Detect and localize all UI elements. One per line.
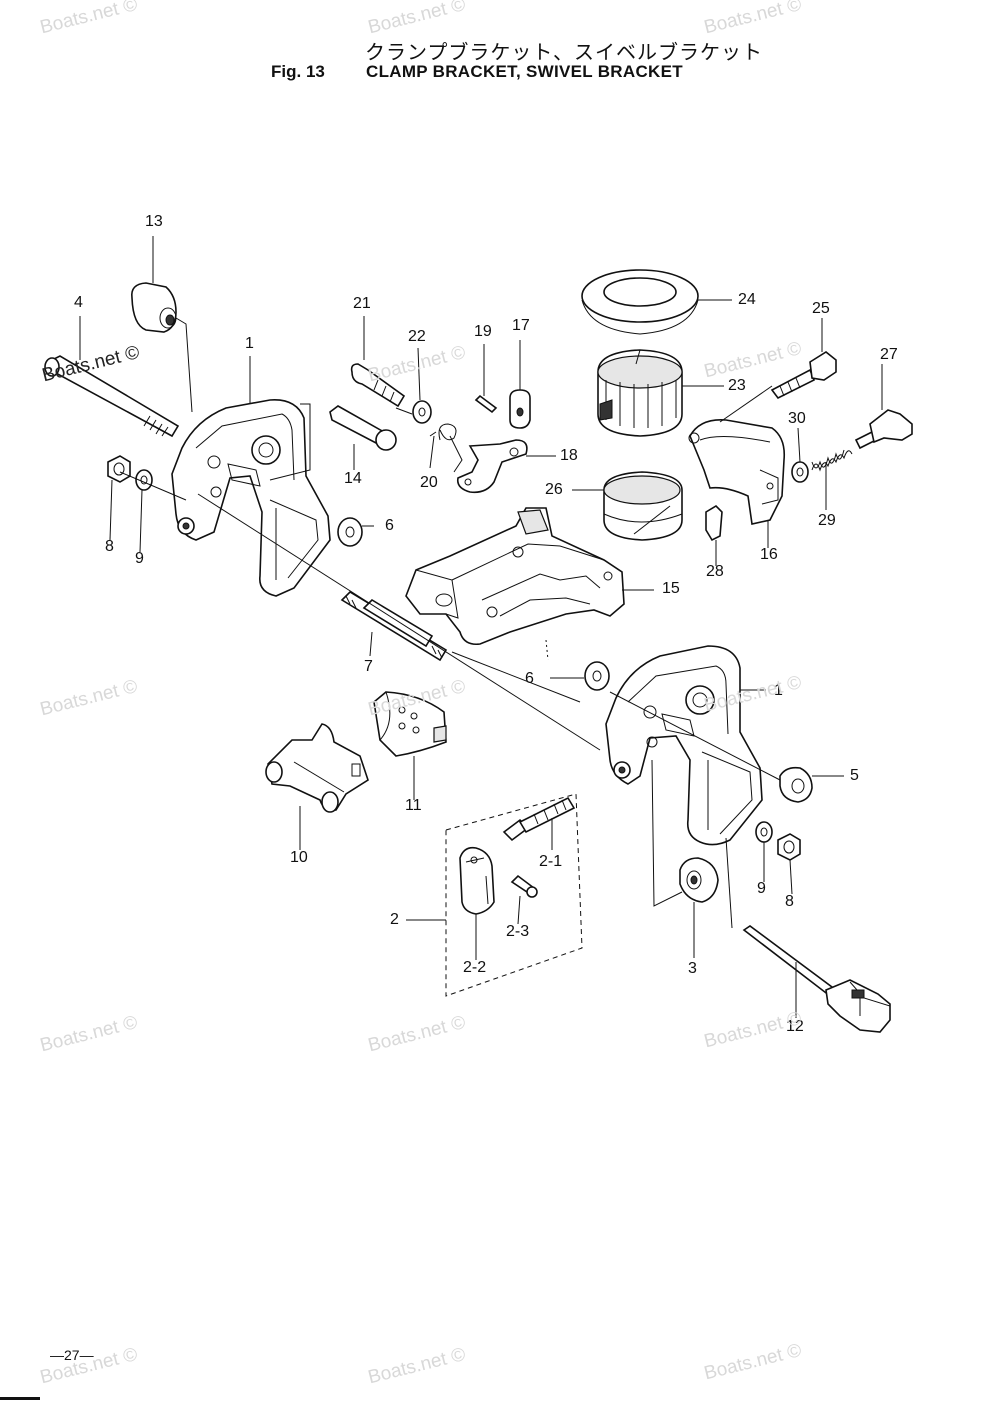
title-japanese: クランプブラケット、スイベルブラケット	[365, 42, 763, 64]
part-26-bushing	[603, 471, 683, 541]
page-title: CLAMP BRACKET, SWIVEL BRACKET	[366, 62, 683, 81]
part-9-washer-left	[135, 469, 153, 491]
part-28-clip	[705, 504, 723, 542]
part-24-ring	[581, 269, 699, 335]
callout-26: 26	[545, 481, 563, 498]
part-12-rod	[742, 925, 891, 1033]
part-11-bushing	[373, 691, 447, 757]
callout-2-1: 2-1	[539, 853, 563, 870]
part-9-washer-right	[755, 821, 773, 843]
part-1-clamp-bracket-left	[171, 399, 331, 597]
figure-number: Fig. 13	[271, 62, 325, 81]
callout-16: 16	[760, 546, 778, 563]
part-6-washer-upper	[337, 517, 363, 547]
callout-27: 27	[880, 346, 898, 363]
part-17-sleeve	[509, 389, 531, 429]
callout-15: 15	[662, 580, 680, 597]
part-8-nut-right	[777, 833, 801, 861]
callout-24: 24	[738, 291, 756, 308]
part-30-washer	[791, 461, 809, 483]
part-3-stopper	[679, 857, 719, 903]
part-19-pin	[474, 394, 498, 414]
callout-8-right: 8	[785, 893, 794, 910]
callout-10: 10	[290, 849, 308, 866]
part-27-wing-bolt	[854, 409, 913, 450]
callout-23: 23	[728, 377, 746, 394]
part-20-spring	[429, 423, 463, 473]
part-25-bolt	[770, 351, 837, 400]
callout-6-lower: 6	[525, 670, 534, 687]
page-edge-mark	[0, 1397, 40, 1400]
callout-30: 30	[788, 410, 806, 427]
leader-lines	[79, 236, 883, 1018]
part-21-bolt	[350, 363, 406, 408]
callout-3: 3	[688, 960, 697, 977]
part-14-pin	[329, 405, 397, 451]
part-16-swivel-half	[688, 419, 786, 525]
callout-8-left: 8	[105, 538, 114, 555]
callout-25: 25	[812, 300, 830, 317]
callout-29: 29	[818, 512, 836, 529]
part-10-lower-bracket	[265, 723, 369, 813]
part-5-nut-right	[779, 766, 813, 803]
callout-14: 14	[344, 470, 362, 487]
callout-19: 19	[474, 323, 492, 340]
callout-18: 18	[560, 447, 578, 464]
callout-9-left: 9	[135, 550, 144, 567]
part-8-nut-left	[107, 455, 131, 483]
callout-13: 13	[145, 213, 163, 230]
callout-1-left: 1	[245, 335, 254, 352]
callout-21: 21	[353, 295, 371, 312]
callout-9-right: 9	[757, 880, 766, 897]
callout-6-upper: 6	[385, 517, 394, 534]
assembly-axis-lines	[119, 407, 781, 781]
callout-28: 28	[706, 563, 724, 580]
callout-11: 11	[405, 797, 422, 814]
part-1-clamp-bracket-right	[605, 645, 763, 846]
callout-2: 2	[390, 911, 399, 928]
part-2-1-bolt	[502, 796, 576, 842]
part-4-long-bolt	[44, 355, 180, 438]
callout-4: 4	[74, 294, 83, 311]
callout-5: 5	[850, 767, 859, 784]
part-29-spring	[811, 449, 853, 472]
callout-7: 7	[364, 658, 373, 675]
part-18-lever	[456, 439, 528, 494]
page-number: —27—	[50, 1347, 94, 1363]
part-2-3-pin	[510, 874, 538, 898]
callout-20: 20	[420, 474, 438, 491]
callout-12: 12	[786, 1018, 804, 1035]
part-15-swivel-bracket	[405, 507, 625, 646]
callout-1-right: 1	[774, 682, 783, 699]
part-23-bushing	[597, 349, 683, 437]
part-22-washer	[412, 400, 432, 424]
part-6-washer-lower	[584, 661, 610, 691]
callout-22: 22	[408, 328, 426, 345]
part-2-assembly-group	[445, 793, 583, 997]
part-2-2-plate	[459, 846, 495, 915]
part-13-knob	[130, 282, 177, 333]
callout-17: 17	[512, 317, 530, 334]
callout-2-2: 2-2	[463, 959, 487, 976]
callout-2-3: 2-3	[506, 923, 530, 940]
